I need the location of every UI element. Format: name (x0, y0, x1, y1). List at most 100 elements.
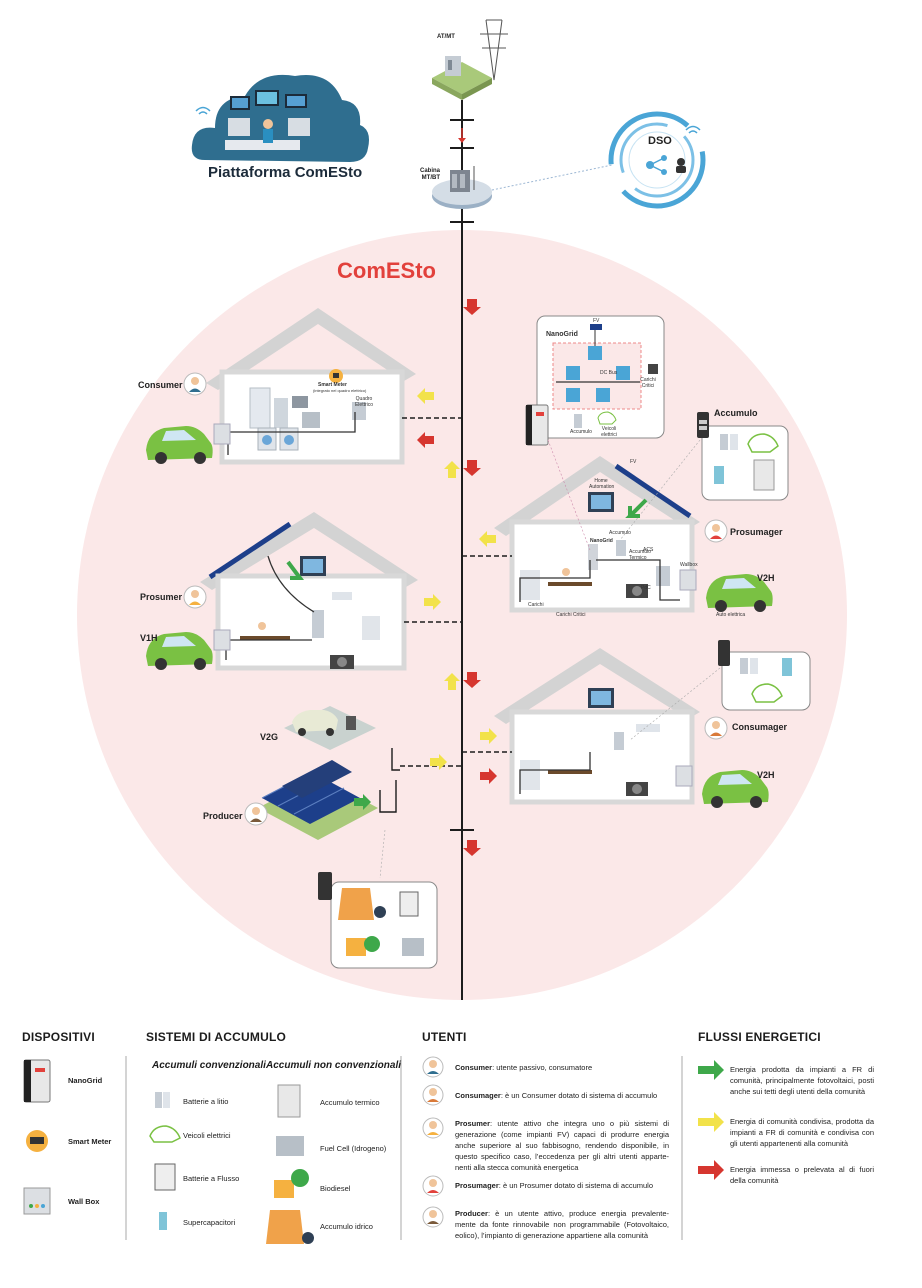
nanogrid-box-carichi: Carichi Critici (640, 377, 656, 389)
connections (379, 417, 512, 813)
accumulo-house-label: Accumulo (609, 530, 631, 536)
legend-nonconv-0: Accumulo termico (320, 1098, 380, 1107)
label-consumager: Consumager (732, 722, 788, 732)
accumulo-termico-label: Accumulo Termico (629, 549, 651, 561)
legend-utente-0: Consumer: utente passivo, consumatore (455, 1063, 593, 1072)
v2g-platform (284, 706, 376, 750)
avatar-consumager (704, 716, 728, 740)
nanogrid-box-accumulo: Accumulo (570, 429, 592, 435)
legend-flusso-2: Energia immessa o prelevata al di fuori … (730, 1165, 874, 1185)
legend-nanogrid-icon (23, 1059, 51, 1103)
producer-pv-field (258, 760, 378, 840)
legend-flusso-1: Energia di comunità condivisa, prodotta … (730, 1117, 874, 1148)
legend-dispositivi-1: Smart Meter (68, 1137, 112, 1146)
legend-conv-3: Supercapacitori (183, 1218, 236, 1227)
legend-conv-0: Batterie a litio (183, 1097, 229, 1106)
legend-nonconv-heading: Accumuli non convenzionali (266, 1060, 402, 1071)
legend-dispositivi-2: Wall Box (68, 1197, 100, 1206)
legend-smart-meter-icon (26, 1130, 48, 1152)
pdc-label: PdC (641, 585, 651, 591)
legend-idrico-icon (266, 1210, 314, 1244)
car-consumer (146, 423, 231, 464)
legend-ev-icon (149, 1125, 181, 1143)
legend-nonconv-2: Biodiesel (320, 1184, 351, 1193)
quadro-label: Quadro Elettrico (354, 396, 374, 408)
legend-fuelcell-icon (276, 1136, 304, 1156)
legend-utente-1: Consumager: è un Consumer dotato di sist… (455, 1091, 658, 1100)
smart-meter-sub: (integrato nel quadro elettrico) (313, 388, 367, 393)
dso-label: DSO (648, 135, 672, 147)
auto-elettrica-label: Auto elettrica (716, 612, 746, 618)
avatar-prosumer (183, 585, 207, 609)
legend-sistemi-heading: SISTEMI DI ACCUMULO (146, 1030, 287, 1044)
platform-cloud (191, 74, 369, 162)
legend-nonconv-3: Accumulo idrico (320, 1222, 373, 1231)
storage-box-producer (318, 872, 438, 969)
bus-arrows (286, 299, 648, 856)
legend-litio-icon (155, 1092, 170, 1108)
wallbox-label: Wallbox (680, 562, 698, 568)
car-prosumager (679, 569, 773, 612)
legend-wallbox-icon (23, 1187, 51, 1215)
label-prosumager: Prosumager (730, 527, 783, 537)
legend-nonconv-1: Fuel Cell (Idrogeno) (320, 1144, 387, 1153)
nanogrid-box (536, 315, 665, 439)
legend-biodiesel-icon (274, 1169, 309, 1198)
house-consumager (494, 648, 700, 805)
at-mt-substation (432, 19, 508, 100)
legend-conv-heading: Accumuli convenzionali (152, 1060, 266, 1071)
platform-title: Piattaforma ComESto (208, 164, 363, 181)
legend-supercap-icon (159, 1212, 167, 1230)
car-consumager (675, 765, 769, 808)
carichi-critici-label: Carichi Critici (556, 612, 586, 618)
house-consumer (206, 308, 416, 465)
legend-dispositivi-heading: DISPOSITIVI (22, 1030, 95, 1044)
legend-arrow-red (698, 1160, 724, 1180)
label-prosumer: Prosumer (140, 592, 183, 602)
label-producer: Producer (203, 811, 243, 821)
legend-consumager-icon (422, 1084, 444, 1106)
legend-utente-4: Producer: è un utente attivo, produce en… (455, 1209, 669, 1240)
legend-flussi-heading: FLUSSI ENERGETICI (698, 1030, 821, 1044)
cabina-label: Cabina MT/BT (419, 168, 440, 181)
at-mt-label: AT/MT (437, 34, 455, 40)
label-v2h-prosumager: V2H (757, 573, 775, 583)
accumulo-box-bottom (718, 640, 811, 711)
avatar-consumer (183, 372, 207, 396)
label-v1h: V1H (140, 633, 158, 643)
avatar-prosumager (704, 519, 728, 543)
legend-utente-2: Prosumer: utente attivo che integra uno … (455, 1119, 669, 1172)
dso-logo (608, 111, 706, 209)
legend-arrow-green (698, 1060, 724, 1080)
label-v2g: V2G (260, 732, 279, 742)
house-prosumager (494, 456, 700, 613)
accumulo-box-top (697, 412, 789, 501)
community-title: ComESto (337, 258, 436, 283)
legend-flusso-icon (154, 1163, 176, 1191)
nanogrid-house-label: NanoGrid (590, 538, 613, 544)
avatar-producer (244, 802, 268, 826)
accumulo-box-title: Accumulo (714, 408, 758, 418)
smart-meter-label: Smart Meter (318, 382, 347, 388)
car-prosumer (146, 629, 231, 670)
nanogrid-box-dcbus: DC Bus (600, 370, 618, 376)
legend-utente-3: Prosumager: è un Prosumer dotato di sist… (455, 1181, 654, 1190)
nanogrid-box-fv: FV (593, 318, 600, 324)
nanogrid-box-title: NanoGrid (546, 331, 578, 338)
carichi-label: Carichi (528, 602, 544, 608)
legend-termico-icon (277, 1084, 301, 1118)
house-prosumer (200, 512, 418, 671)
label-consumer: Consumer (138, 380, 183, 390)
legend-utenti-heading: UTENTI (422, 1030, 467, 1044)
label-v2h-consumager: V2H (757, 770, 775, 780)
acs-label: ACS (643, 547, 654, 553)
fv-label: FV (630, 459, 637, 465)
legend-dispositivi-0: NanoGrid (68, 1076, 103, 1085)
legend-prosumer-icon (422, 1117, 444, 1139)
legend-producer-icon (422, 1206, 444, 1228)
legend-consumer-icon (422, 1056, 444, 1078)
home-automation-label: Home Automation (589, 478, 615, 490)
legend-conv-2: Batterie a Flusso (183, 1174, 240, 1183)
legend-flusso-0: Energia prodotta da impianti a FR di com… (730, 1065, 874, 1096)
